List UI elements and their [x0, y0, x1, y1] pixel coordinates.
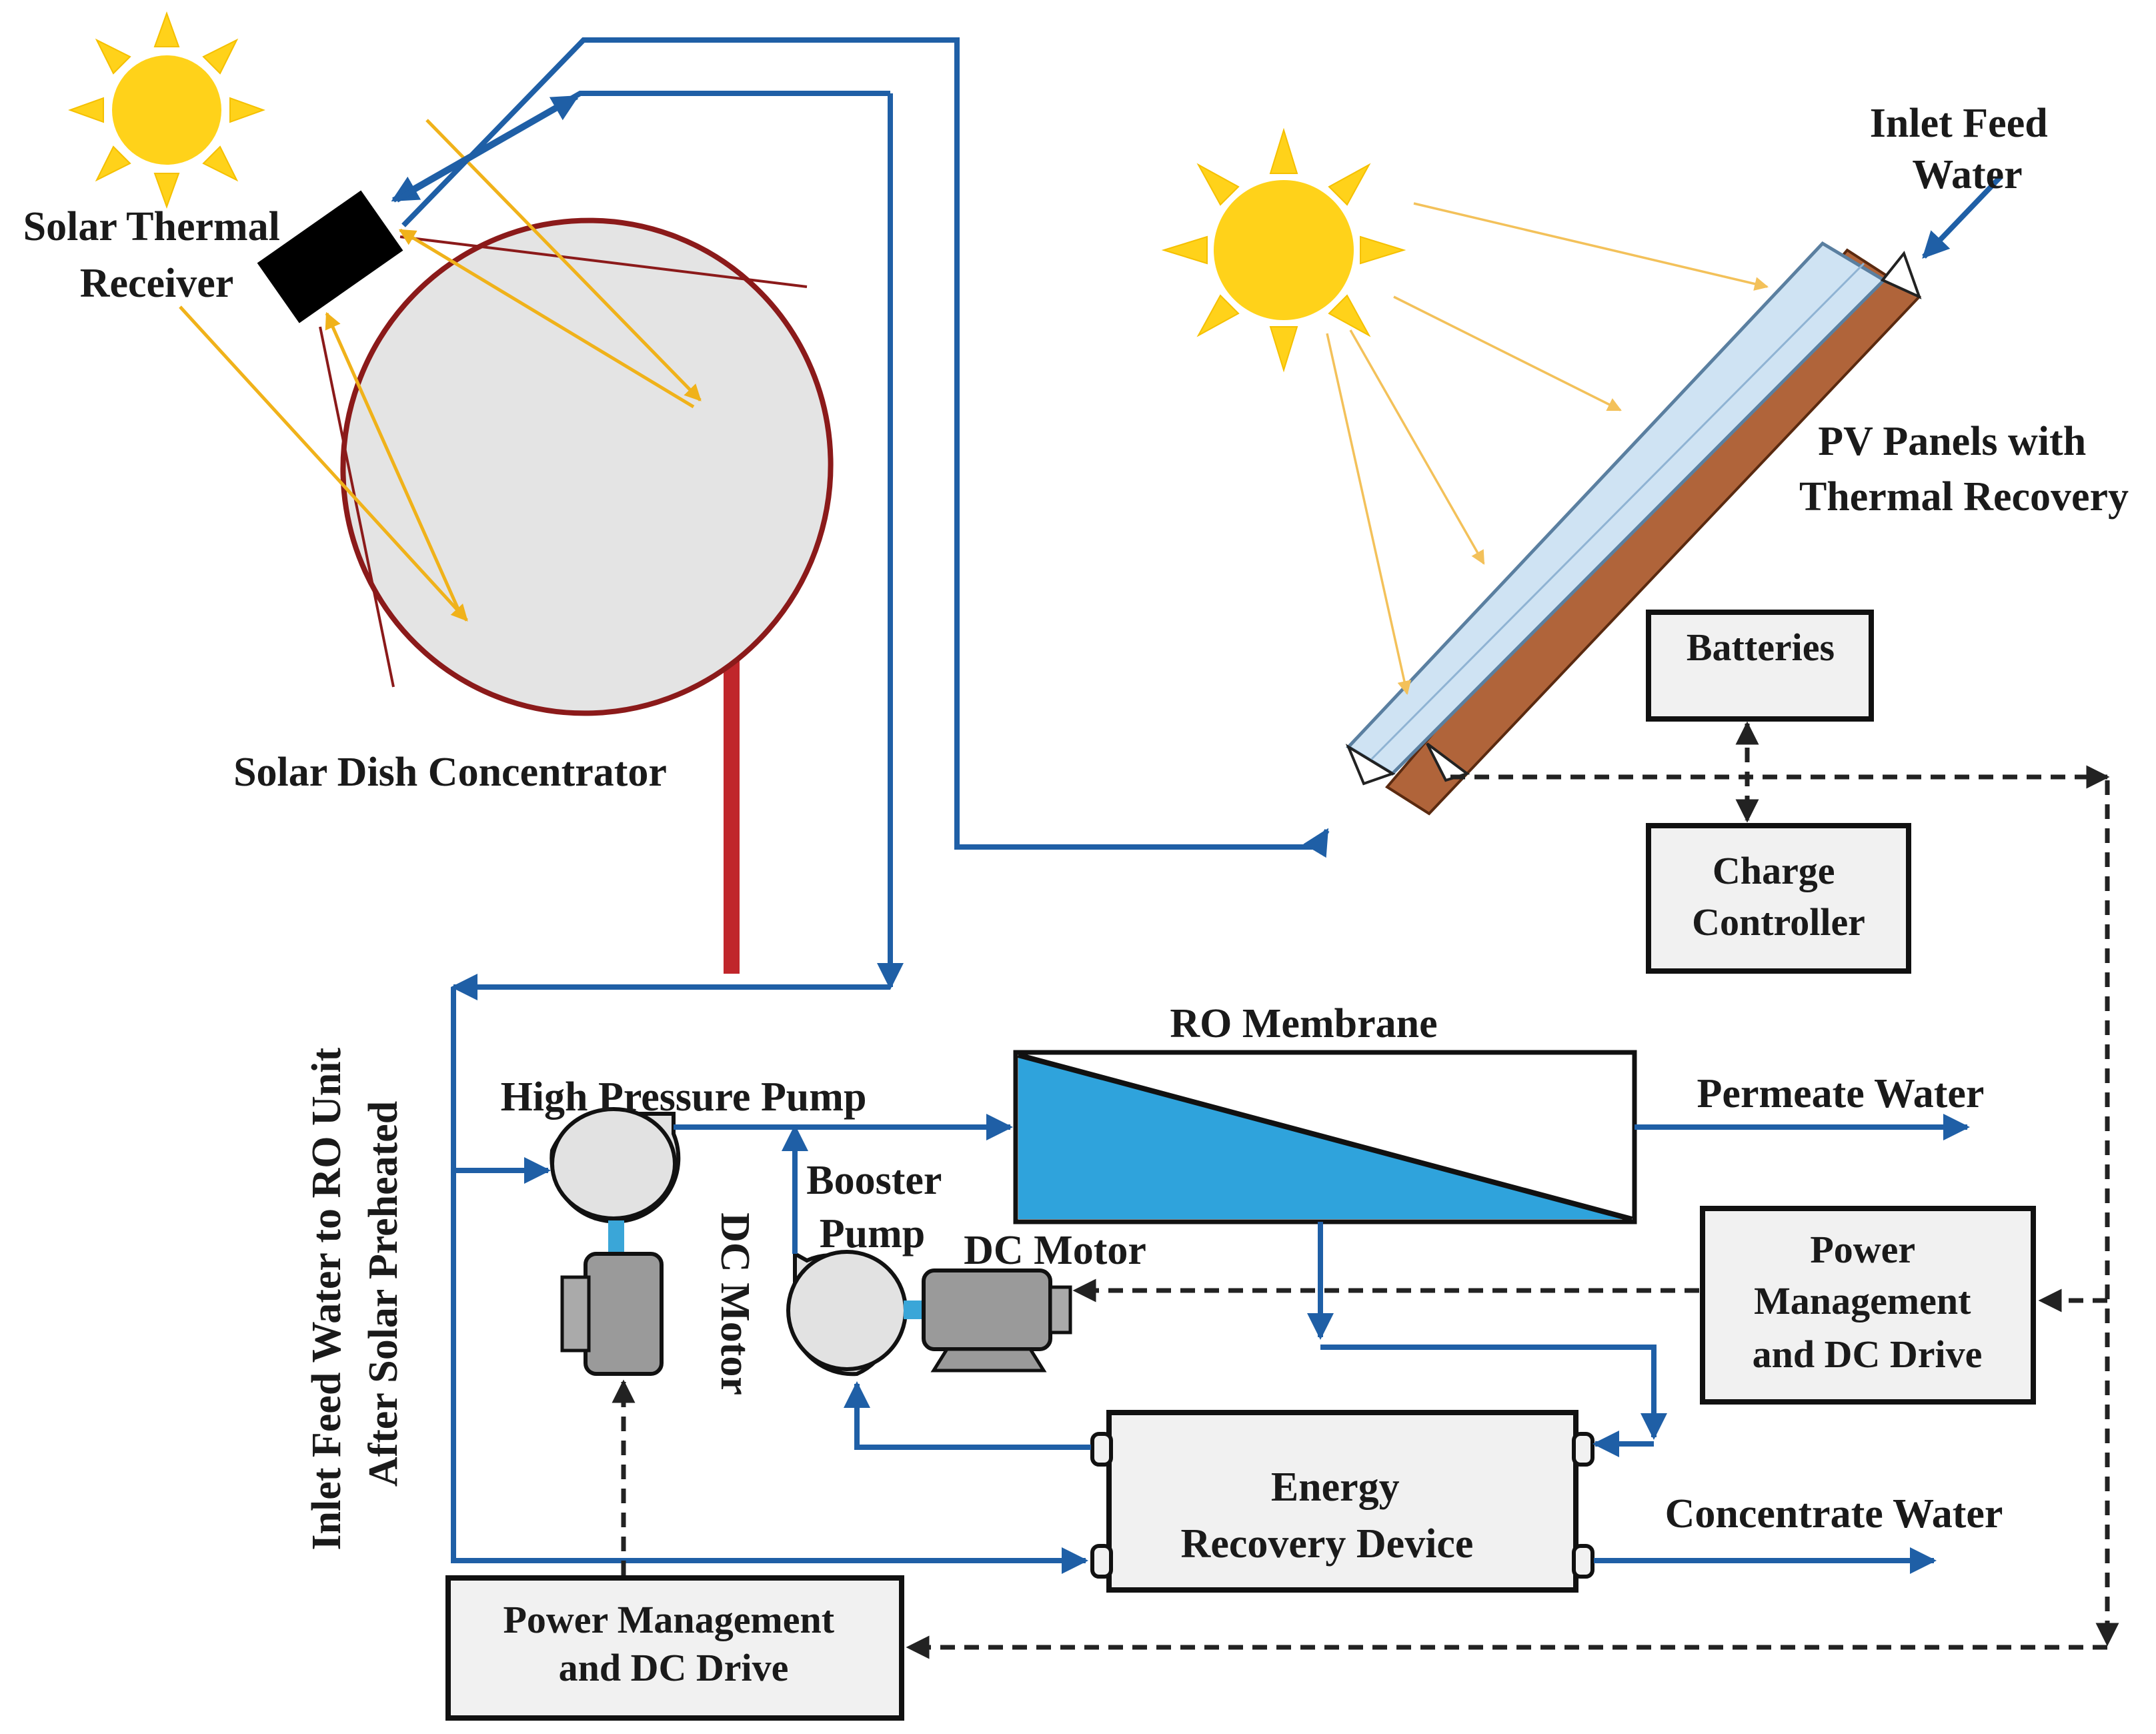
pump-icon: [550, 1107, 681, 1254]
pv-panels-label: PV Panels with Thermal Recovery: [1799, 419, 2129, 520]
erd-ports: [1090, 1432, 1594, 1579]
ro-membrane-label: RO Membrane: [1170, 1001, 1437, 1046]
pump-icon: [786, 1250, 924, 1377]
control-lines: [612, 721, 2119, 1659]
receiver-icon: [257, 190, 403, 323]
dish-rays: [179, 119, 702, 622]
inlet-ro-unit-label: Inlet Feed Water to RO Unit After Solar …: [304, 1037, 406, 1550]
motor-icon: [922, 1268, 1072, 1373]
charge-controller-box: [1646, 823, 1911, 974]
batteries-label: Batteries: [1687, 626, 1835, 669]
sun-icon: [68, 11, 265, 209]
power-management-bottom-box: [445, 1575, 904, 1721]
water-flow-lines: [391, 37, 2003, 1574]
motor-icon: [560, 1252, 664, 1376]
dish-icon: [319, 217, 834, 974]
high-pressure-pump-label: High Pressure Pump: [501, 1074, 867, 1120]
sun-icon: [1161, 127, 1406, 373]
pv-panel-icon: [1345, 241, 1922, 816]
permeate-water-label: Permeate Water: [1697, 1071, 1985, 1116]
power-management-right-box: [1700, 1206, 2036, 1405]
energy-recovery-device-box: [1106, 1410, 1578, 1593]
energy-recovery-device-label: Energy Recovery Device: [1181, 1465, 1474, 1567]
dc-motor-hp-label: DC Motor: [712, 1212, 758, 1395]
dc-motor-booster-label: DC Motor: [964, 1228, 1146, 1273]
power-management-right-label: Power Management and DC Drive: [1753, 1228, 1983, 1376]
charge-controller-label: Charge Controller: [1692, 849, 1865, 944]
batteries-box: [1646, 610, 1874, 722]
booster-pump-label: Booster Pump: [806, 1158, 952, 1256]
solar-thermal-receiver-label: Solar Thermal Receiver: [23, 204, 291, 306]
solar-dish-concentrator-label: Solar Dish Concentrator: [233, 750, 667, 795]
ro-membrane-icon: [1013, 1050, 1637, 1224]
power-management-bottom-label: Power Management and DC Drive: [503, 1598, 844, 1689]
concentrate-water-label: Concentrate Water: [1665, 1491, 2003, 1537]
pv-rays: [1326, 202, 1769, 696]
inlet-feed-water-label: Inlet Feed Water: [1870, 101, 2058, 197]
